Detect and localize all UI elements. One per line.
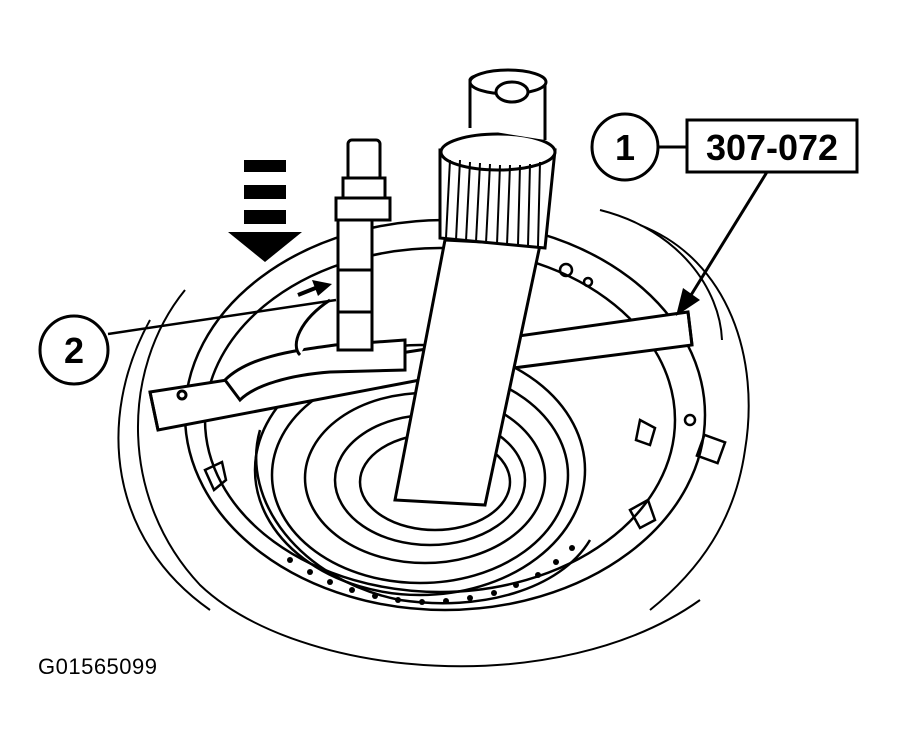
down-arrow-icon (228, 160, 302, 262)
shaft-splines (445, 159, 541, 247)
pointer-arrow-icon (297, 280, 332, 297)
callout-1-arrowhead (676, 288, 700, 316)
callout-1: 1 307-072 (590, 112, 859, 316)
figure-id: G01565099 (38, 654, 158, 679)
tool-number-box (685, 118, 859, 174)
callout-1-label: 1 (615, 127, 635, 168)
housing-outline (117, 209, 750, 668)
tool-number-label: 307-072 (706, 127, 838, 168)
callout-1-leader (686, 171, 769, 301)
callout-2-label: 2 (64, 330, 84, 371)
gear-teeth (287, 545, 575, 605)
gauge-body (223, 298, 407, 403)
callout-2: 2 (38, 298, 337, 386)
callout-2-leader (107, 298, 337, 336)
gauge-plunger (334, 138, 392, 352)
